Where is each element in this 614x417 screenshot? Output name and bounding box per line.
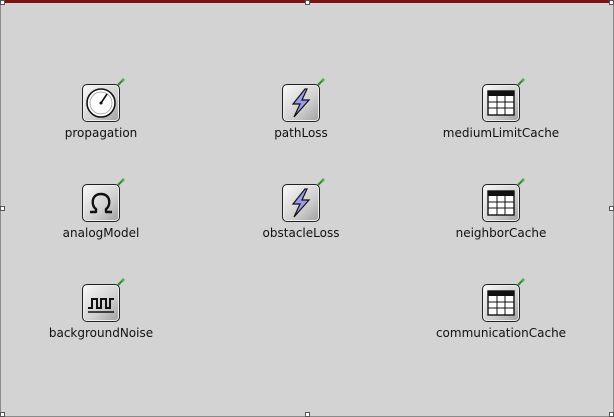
table-icon bbox=[482, 84, 520, 122]
module-mediumlimitcache[interactable]: mediumLimitCache bbox=[431, 78, 571, 154]
module-neighborcache[interactable]: neighborCache bbox=[431, 178, 571, 254]
resize-handle-bottom-left[interactable] bbox=[0, 412, 5, 417]
module-label: propagation bbox=[64, 126, 138, 140]
module-propagation[interactable]: propagation bbox=[31, 78, 171, 154]
resize-handle-bottom-middle[interactable] bbox=[305, 412, 310, 417]
resize-handle-top-left[interactable] bbox=[0, 0, 5, 5]
module-analogmodel[interactable]: analogModel bbox=[31, 178, 171, 254]
module-label: obstacleLoss bbox=[262, 226, 340, 240]
pin-icon bbox=[517, 278, 525, 286]
resize-handle-top-middle[interactable] bbox=[305, 0, 310, 5]
pin-icon bbox=[317, 78, 325, 86]
resize-handle-top-right[interactable] bbox=[609, 0, 614, 5]
pin-icon bbox=[117, 178, 125, 186]
module-label: neighborCache bbox=[455, 226, 547, 240]
omega-icon bbox=[82, 184, 120, 222]
module-backgroundnoise[interactable]: backgroundNoise bbox=[31, 278, 171, 354]
pin-icon bbox=[317, 178, 325, 186]
pin-icon bbox=[517, 78, 525, 86]
module-label: analogModel bbox=[62, 226, 140, 240]
resize-handle-middle-right[interactable] bbox=[609, 206, 614, 211]
resize-handle-bottom-right[interactable] bbox=[609, 412, 614, 417]
lightning-icon bbox=[282, 84, 320, 122]
module-label: mediumLimitCache bbox=[442, 126, 560, 140]
table-icon bbox=[482, 284, 520, 322]
pin-icon bbox=[517, 178, 525, 186]
module-communicationcache[interactable]: communicationCache bbox=[431, 278, 571, 354]
table-icon bbox=[482, 184, 520, 222]
module-label: pathLoss bbox=[274, 126, 328, 140]
lightning-icon bbox=[282, 184, 320, 222]
module-obstacleloss[interactable]: obstacleLoss bbox=[231, 178, 371, 254]
pin-icon bbox=[117, 278, 125, 286]
pin-icon bbox=[117, 78, 125, 86]
gauge-icon bbox=[82, 84, 120, 122]
pulse-icon bbox=[82, 284, 120, 322]
module-label: backgroundNoise bbox=[48, 326, 154, 340]
module-label: communicationCache bbox=[435, 326, 567, 340]
module-pathloss[interactable]: pathLoss bbox=[231, 78, 371, 154]
resize-handle-middle-left[interactable] bbox=[0, 206, 5, 211]
